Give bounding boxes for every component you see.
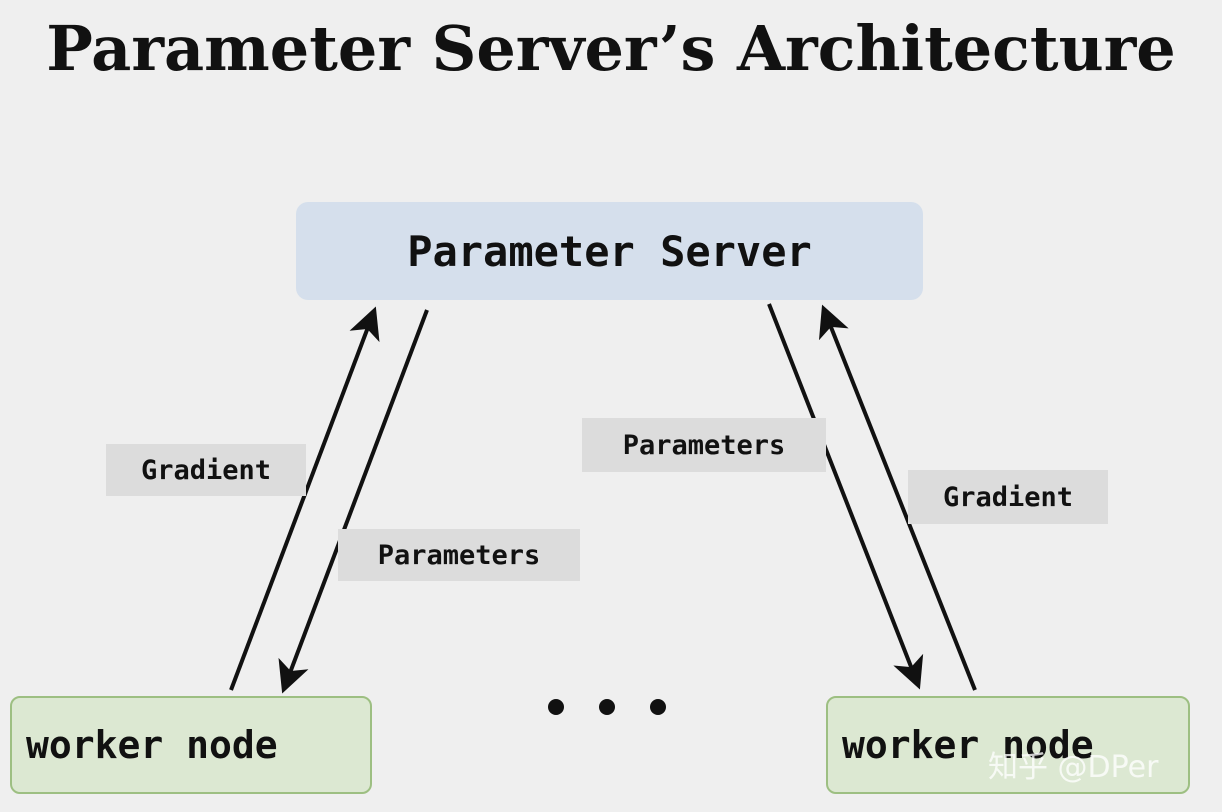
ellipsis-dots <box>548 690 666 724</box>
edge-label-parameters-left: Parameters <box>338 529 580 581</box>
arrow-right-parameters <box>767 303 924 690</box>
edge-label-gradient-right: Gradient <box>908 470 1108 524</box>
arrow-left-parameters <box>278 309 429 694</box>
parameter-server-box: Parameter Server <box>296 202 923 300</box>
worker-node-right: worker node <box>826 696 1190 794</box>
arrow-left-gradient <box>229 306 380 691</box>
worker-node-label: worker node <box>842 723 1094 767</box>
worker-node-left: worker node <box>10 696 372 794</box>
page-title: Parameter Server’s Architecture <box>46 12 1176 85</box>
arrow-right-gradient <box>818 304 977 691</box>
parameter-server-label: Parameter Server <box>407 226 812 276</box>
ellipsis-dot <box>599 699 615 715</box>
ellipsis-dot <box>650 699 666 715</box>
worker-node-label: worker node <box>26 723 278 767</box>
edge-label-parameters-right: Parameters <box>582 418 826 472</box>
ellipsis-dot <box>548 699 564 715</box>
edge-label-gradient-left: Gradient <box>106 444 306 496</box>
